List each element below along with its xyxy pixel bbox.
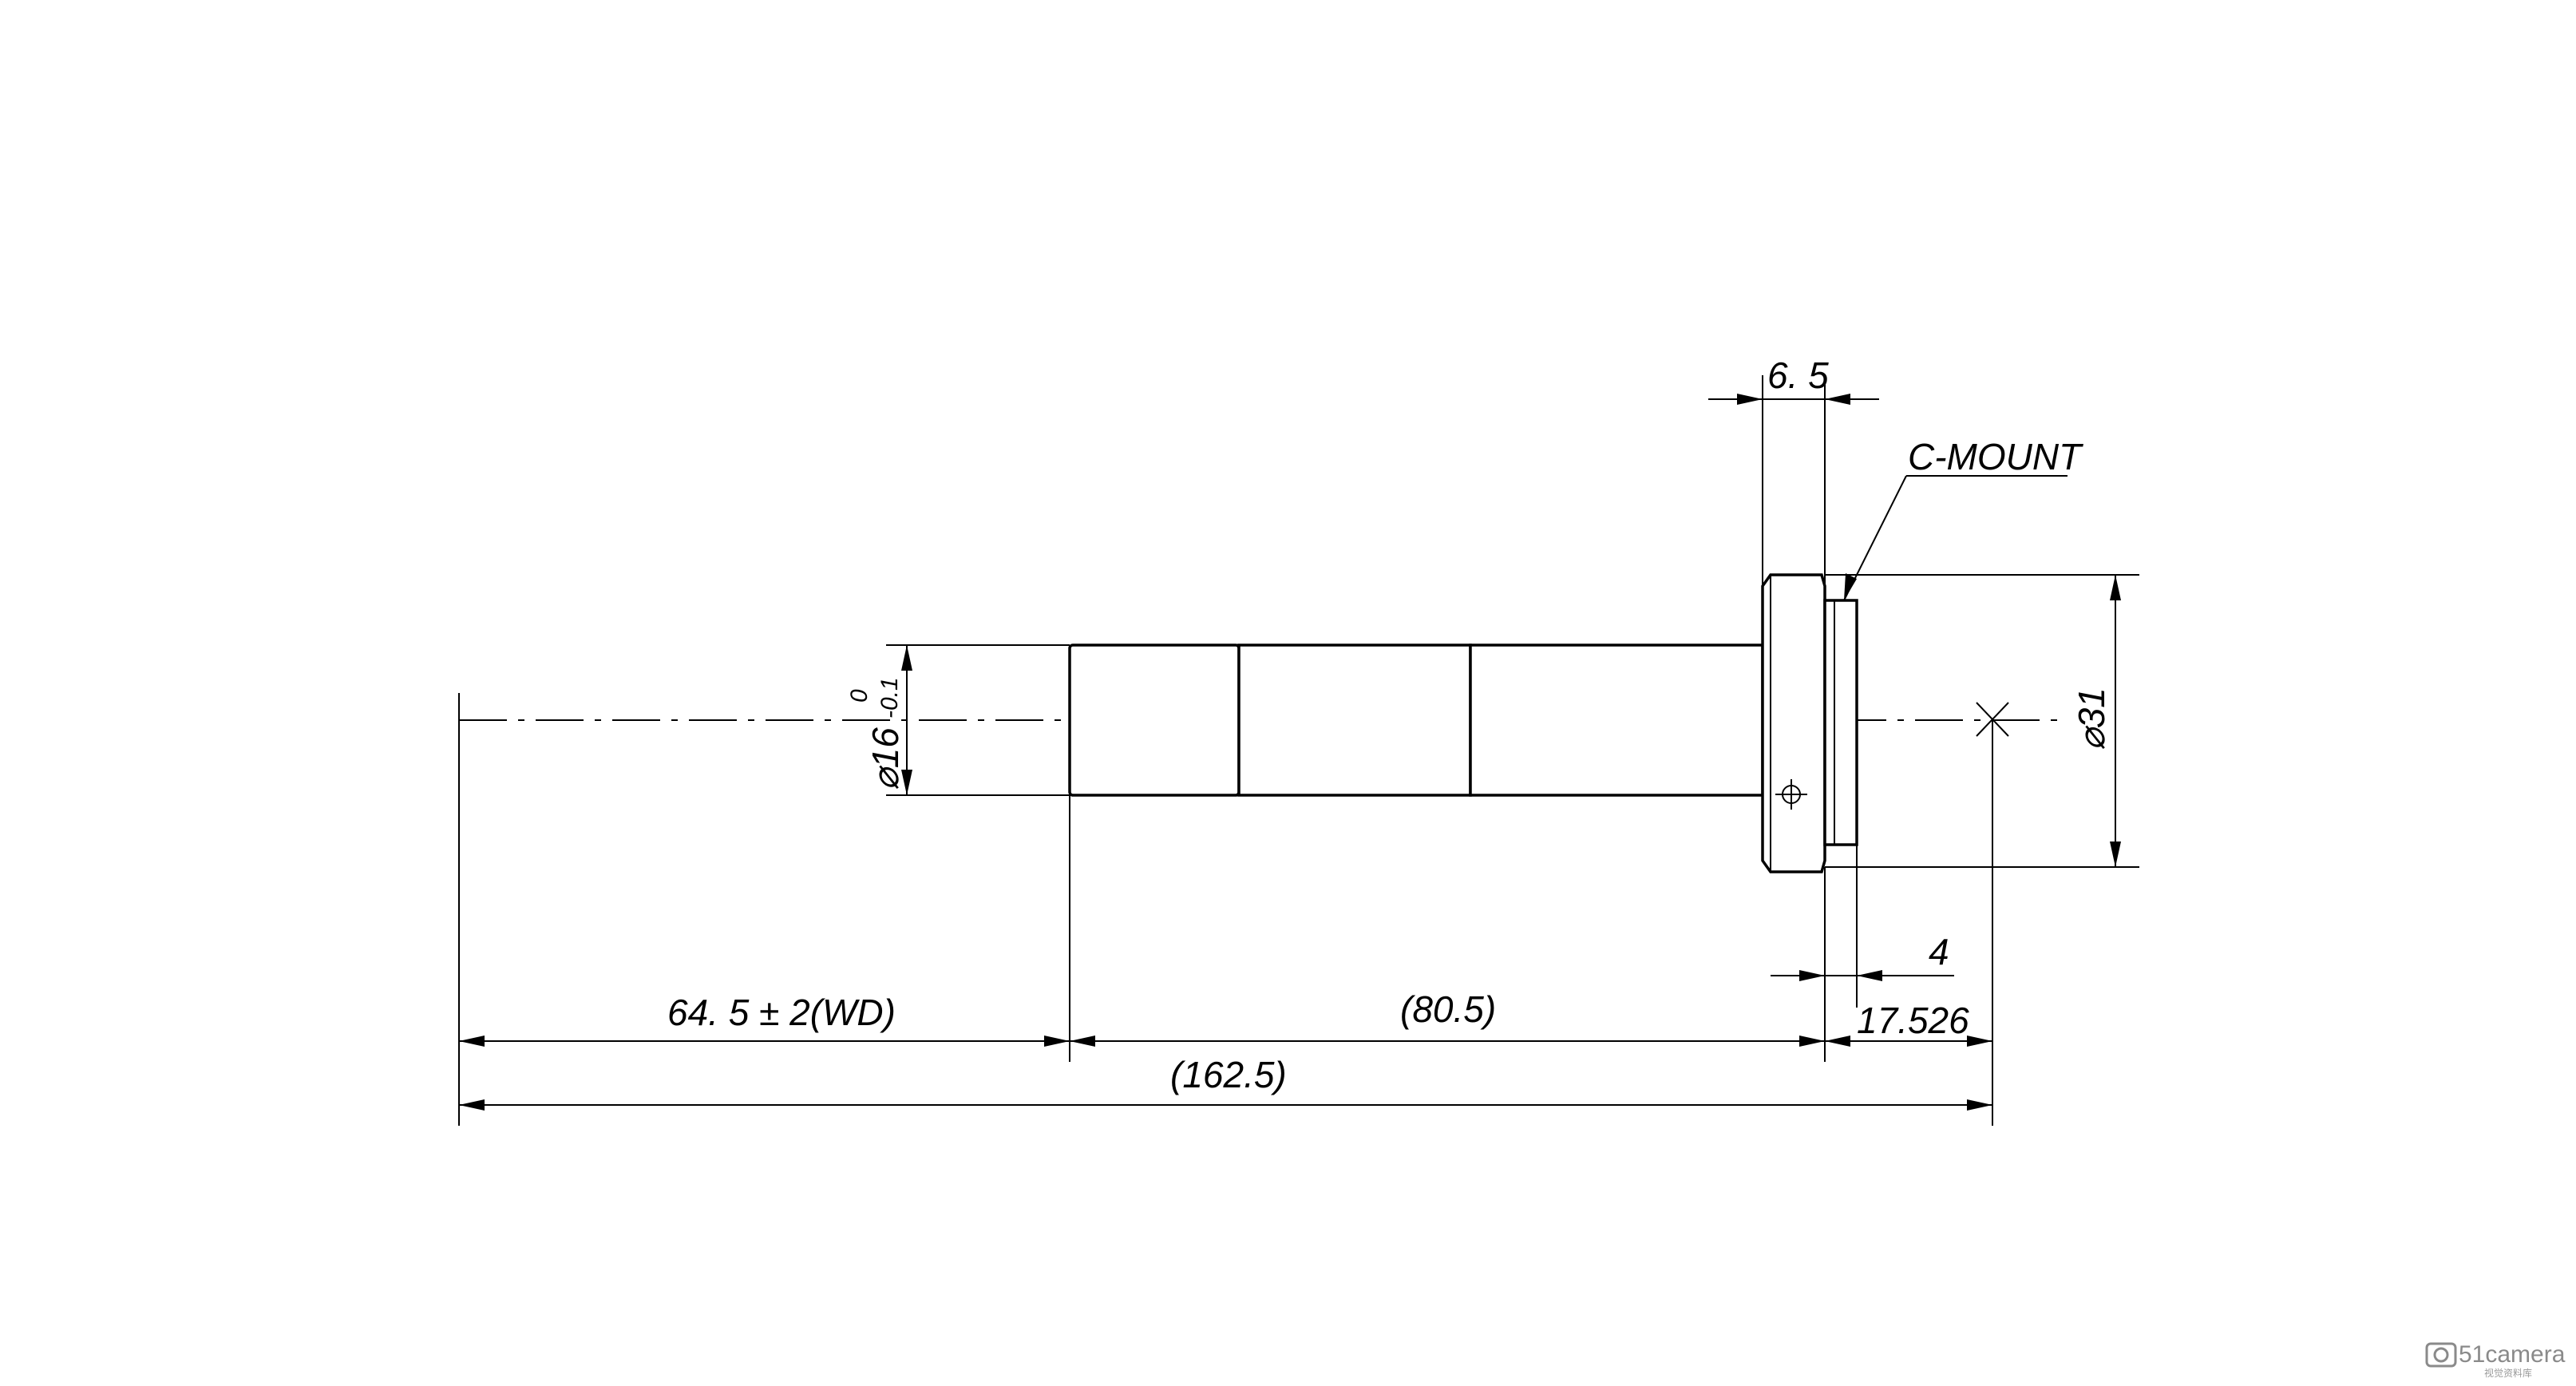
arrow bbox=[1737, 394, 1763, 405]
c-mount-thread bbox=[1823, 599, 1858, 846]
arrow bbox=[1967, 1099, 1992, 1111]
arrow bbox=[459, 1036, 485, 1047]
tube-segment-rear bbox=[1469, 644, 1764, 797]
label-flange-back: 17.526 bbox=[1857, 1000, 1969, 1041]
arrow bbox=[2110, 575, 2121, 600]
image-plane-mark-2 bbox=[1976, 702, 2009, 737]
label-c-mount: C-MOUNT bbox=[1908, 436, 2083, 477]
label-working-distance: 64. 5 ± 2(WD) bbox=[667, 992, 896, 1033]
label-body-length: (80.5) bbox=[1400, 988, 1496, 1030]
watermark-brand: 51camera bbox=[2459, 1341, 2566, 1368]
label-flange-diameter: ⌀31 bbox=[2071, 687, 2112, 750]
arrow bbox=[1967, 1036, 1992, 1047]
label-tube-tol-upper: 0 bbox=[846, 689, 873, 703]
arrow bbox=[901, 645, 912, 671]
arrow bbox=[459, 1099, 485, 1111]
arrow bbox=[1799, 970, 1825, 981]
tube-segment-front bbox=[1068, 644, 1241, 797]
arrow bbox=[1799, 1036, 1825, 1047]
arrow bbox=[901, 770, 912, 795]
arrow bbox=[1825, 394, 1850, 405]
arrow bbox=[1070, 1036, 1095, 1047]
label-flange-width: 6. 5 bbox=[1767, 354, 1829, 396]
watermark-subtitle: 视觉资料库 bbox=[2484, 1367, 2532, 1379]
arrow bbox=[2110, 842, 2121, 867]
arrow bbox=[1825, 1036, 1850, 1047]
label-tube-diameter: ⌀16 bbox=[865, 727, 906, 790]
label-thread-length: 4 bbox=[1929, 931, 1949, 972]
camera-lens-icon bbox=[2433, 1347, 2449, 1363]
label-total-length: (162.5) bbox=[1170, 1054, 1287, 1095]
flange bbox=[1761, 573, 1826, 873]
arrow bbox=[1044, 1036, 1070, 1047]
watermark: 51camera 视觉资料库 bbox=[2425, 1341, 2566, 1379]
camera-icon bbox=[2425, 1342, 2457, 1368]
tube-segment-middle bbox=[1237, 644, 1472, 797]
arrow bbox=[1857, 970, 1882, 981]
arrow bbox=[1844, 573, 1857, 600]
label-tube-tol-lower: -0.1 bbox=[876, 677, 903, 719]
